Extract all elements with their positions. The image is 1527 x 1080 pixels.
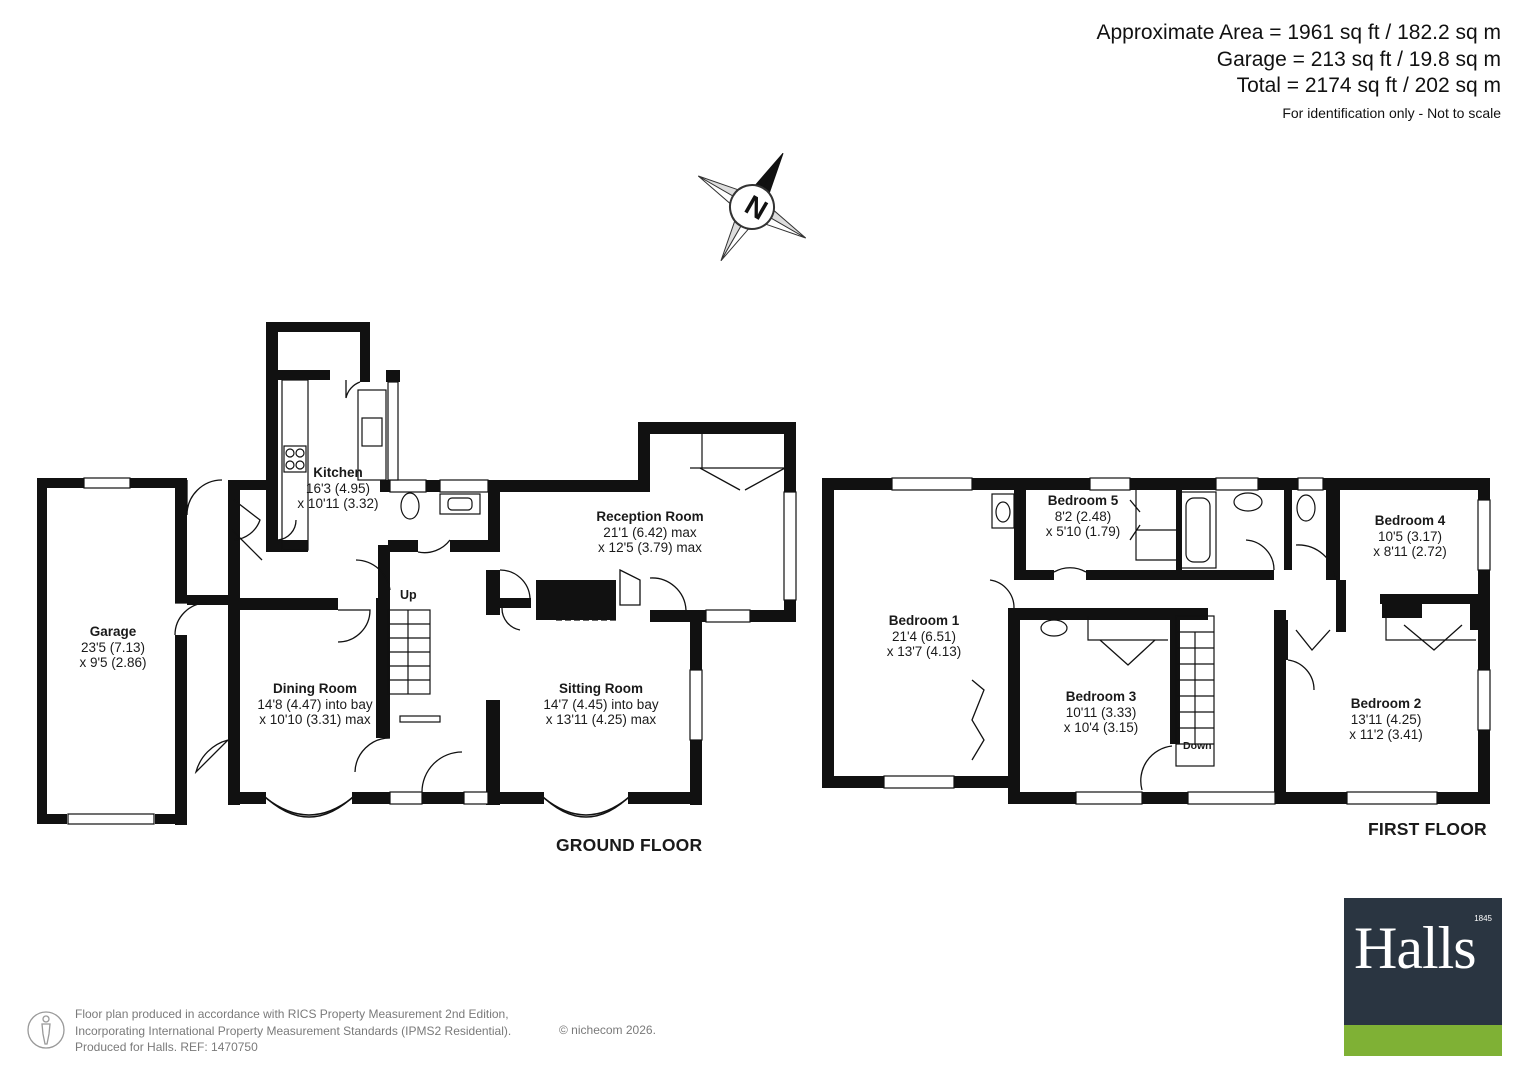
room-reception: Reception Room 21'1 (6.42) max x 12'5 (3… (596, 509, 703, 556)
room-dim: x 10'4 (3.15) (1063, 720, 1139, 735)
total-area: Total = 2174 sq ft / 202 sq m (1236, 74, 1501, 97)
first-floor-title: FIRST FLOOR (1368, 819, 1487, 839)
room-name: Garage (89, 624, 137, 639)
footer-copyright: © nichecom 2026. (559, 1023, 656, 1037)
room-name: Dining Room (273, 681, 357, 696)
garage-area: Garage = 213 sq ft / 19.8 sq m (1216, 47, 1501, 71)
ground-floor-title: GROUND FLOOR (556, 835, 703, 855)
room-bedroom-5: Bedroom 5 8'2 (2.48) x 5'10 (1.79) (1046, 493, 1121, 540)
room-sitting: Sitting Room 14'7 (4.45) into bay x 13'1… (543, 681, 658, 728)
room-name: Sitting Room (559, 681, 643, 696)
logo-panel (1344, 898, 1502, 1025)
room-dim: x 13'7 (4.13) (886, 644, 962, 659)
room-dim: x 10'11 (3.32) (297, 496, 379, 511)
scale-note: For identification only - Not to scale (1282, 104, 1501, 121)
footer-line-1: Floor plan produced in accordance with R… (75, 1007, 509, 1021)
room-name: Bedroom 3 (1065, 689, 1137, 704)
room-dim: 14'7 (4.45) into bay (543, 696, 659, 712)
approximate-area: Approximate Area = 1961 sq ft / 182.2 sq… (1096, 21, 1502, 44)
room-name: Reception Room (596, 509, 704, 524)
room-dim: x 11'2 (3.41) (1349, 727, 1423, 742)
room-name: Bedroom 2 (1350, 696, 1422, 711)
room-bedroom-4: Bedroom 4 10'5 (3.17) x 8'11 (2.72) (1373, 513, 1447, 560)
footer-line-3: Produced for Halls. REF: 1470750 (75, 1040, 258, 1054)
room-dim: x 9'5 (2.86) (79, 655, 147, 670)
room-dim: x 8'11 (2.72) (1373, 544, 1447, 559)
footer-line-2: Incorporating International Property Mea… (75, 1023, 512, 1038)
room-name: Bedroom 4 (1374, 513, 1446, 528)
room-dim: x 5'10 (1.79) (1045, 524, 1121, 539)
stairs-down-label: Down (1183, 740, 1212, 752)
room-dim: x 12'5 (3.79) max (598, 540, 702, 555)
room-dim: 8'2 (2.48) (1054, 508, 1112, 524)
room-name: Bedroom 1 (888, 613, 960, 628)
room-bedroom-3: Bedroom 3 10'11 (3.33) x 10'4 (3.15) (1064, 689, 1139, 736)
room-bedroom-2: Bedroom 2 13'11 (4.25) x 11'2 (3.41) (1349, 696, 1423, 743)
room-dim: 16'3 (4.95) (305, 480, 371, 496)
room-dim: 21'4 (6.51) (891, 628, 957, 644)
area-summary: Approximate Area = 1961 sq ft / 182.2 sq… (1097, 20, 1502, 121)
room-name: Bedroom 5 (1047, 493, 1119, 508)
room-dim: 13'11 (4.25) (1350, 711, 1422, 727)
logo-wordmark: Halls (1354, 915, 1477, 981)
room-dim: 21'1 (6.42) max (603, 524, 697, 540)
compass-icon (697, 152, 807, 262)
footer-notes: Floor plan produced in accordance with R… (75, 1006, 656, 1056)
room-kitchen: Kitchen 16'3 (4.95) x 10'11 (3.32) (297, 465, 378, 512)
room-bedroom-1: Bedroom 1 21'4 (6.51) x 13'7 (4.13) (887, 613, 962, 660)
room-dim: 10'5 (3.17) (1377, 528, 1443, 544)
room-dim: 10'11 (3.33) (1065, 704, 1137, 720)
room-dim: x 13'11 (4.25) max (545, 712, 657, 727)
room-garage: Garage 23'5 (7.13) x 9'5 (2.86) (79, 624, 146, 671)
room-dim: 14'8 (4.47) into bay (257, 696, 373, 712)
room-name: Kitchen (313, 465, 363, 480)
halls-logo: Halls 1845 (1344, 898, 1502, 1056)
room-dining: Dining Room 14'8 (4.47) into bay x 10'10… (257, 681, 372, 728)
logo-year: 1845 (1474, 914, 1492, 923)
room-dim: 23'5 (7.13) (80, 639, 146, 655)
logo-green-bar (1344, 1025, 1502, 1056)
person-icon (27, 1011, 65, 1049)
stairs-up-label: Up (400, 588, 417, 602)
room-dim: x 10'10 (3.31) max (259, 712, 371, 727)
